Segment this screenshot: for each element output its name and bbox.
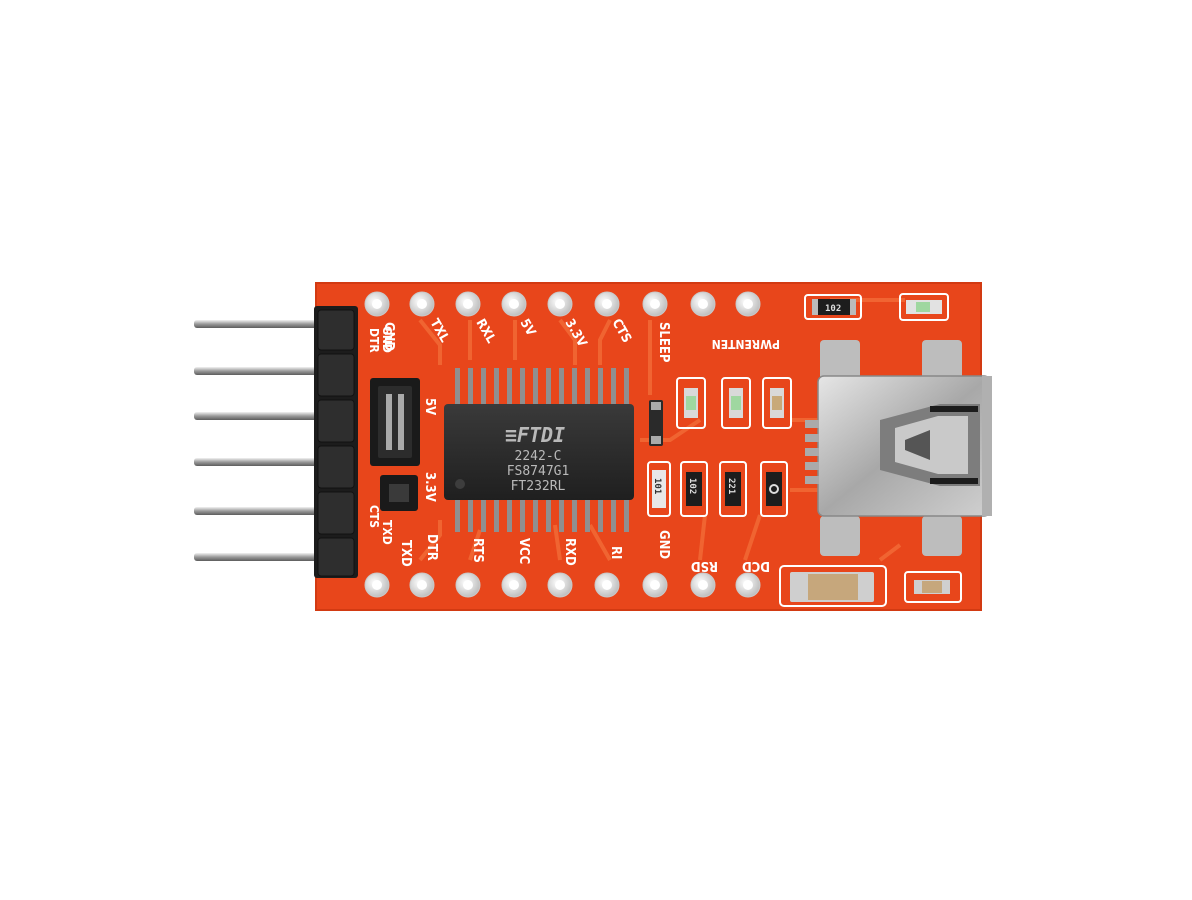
bottom-labels: TXD DTR RTS VCC RXD RI GND RSD DCD — [398, 530, 770, 573]
lower-resistors: 101 102 221 — [647, 461, 788, 517]
res-array-2-text: 102 — [687, 478, 697, 494]
voltage-jumper: 5V 3.3V — [370, 378, 437, 511]
label-bot-dcd: DCD — [742, 558, 770, 573]
bottom-pad-row — [364, 572, 761, 598]
label-top-pwren: PWRENTEN — [712, 337, 780, 351]
label-side-gnd: GND — [380, 326, 394, 353]
chip-logo: ≡FTDI — [505, 423, 565, 447]
label-bot-vcc: VCC — [516, 538, 531, 564]
header-housing — [314, 306, 358, 578]
res-array-1-text: 101 — [652, 478, 662, 494]
label-bot-rts: RTS — [470, 538, 485, 563]
res-top-right-text: 102 — [825, 304, 841, 314]
top-right-smd: 102 — [804, 293, 949, 321]
label-bot-dtr: DTR — [424, 534, 439, 561]
jumper-5v-label: 5V — [422, 398, 437, 415]
mini-usb-connector — [805, 340, 992, 556]
label-top-gnd: GND — [381, 322, 396, 351]
label-bot-rxd: RXD — [562, 538, 577, 566]
top-pad-row — [364, 291, 761, 317]
chip-line-3: FT232RL — [511, 479, 566, 494]
label-bot-rsd: RSD — [691, 558, 718, 573]
chip-line-2: FS8747G1 — [507, 464, 570, 479]
upper-smd-group — [676, 377, 792, 429]
header-side-labels: GND DTR CTS TXD — [367, 326, 394, 545]
label-top-sleep: SLEEP — [656, 322, 671, 363]
bottom-capacitor — [779, 565, 962, 607]
diode — [649, 400, 663, 446]
label-side-cts: CTS — [367, 505, 381, 528]
chip-line-1: 2242-C — [515, 449, 562, 464]
label-bot-txd: TXD — [398, 540, 413, 567]
jumper-3v3-label: 3.3V — [422, 472, 437, 502]
label-bot-ri: RI — [608, 546, 623, 559]
label-bot-gnd: GND — [656, 530, 671, 559]
res-array-3-text: 221 — [726, 478, 736, 494]
ft232rl-chip: ≡FTDI 2242-C FS8747G1 FT232RL — [444, 368, 634, 532]
label-side-txd: TXD — [380, 520, 394, 545]
label-top-5v: 5V — [517, 317, 539, 339]
label-side-dtr: DTR — [367, 328, 381, 353]
